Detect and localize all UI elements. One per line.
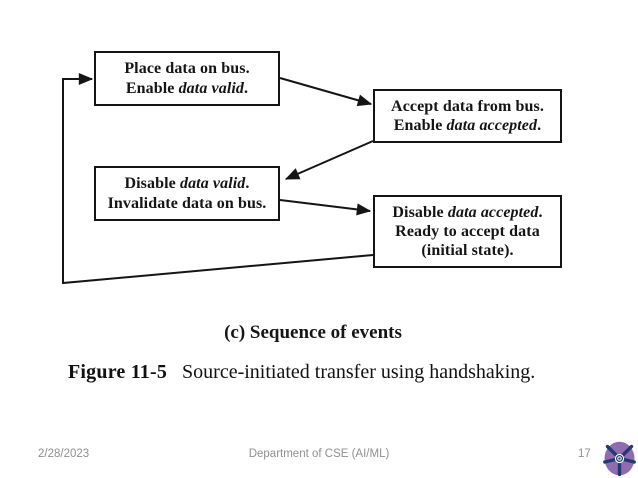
arrow-disable-valid-to-disable-accepted bbox=[279, 199, 372, 216]
box-text-line: Place data on bus. bbox=[124, 60, 250, 78]
flow-box-disable-accepted: Disable data accepted. Ready to accept d… bbox=[373, 195, 562, 268]
footer-date: 2/28/2023 bbox=[38, 448, 90, 460]
figure-label: Figure 11-5 bbox=[68, 361, 168, 383]
box-text-line: Ready to accept data bbox=[395, 222, 540, 240]
box-text-line: Accept data from bus. bbox=[391, 97, 544, 115]
box-text-line: (initial state). bbox=[421, 242, 514, 260]
box-text-line: Enable data accepted. bbox=[393, 117, 542, 134]
box-text-line: Enable data valid. bbox=[125, 79, 249, 97]
slide-number: 17 bbox=[578, 448, 591, 460]
box-text-line: Disable data valid. bbox=[124, 175, 250, 193]
flow-box-disable-valid: Disable data valid. Invalidate data on b… bbox=[94, 166, 280, 221]
institution-logo-icon bbox=[603, 441, 636, 476]
diagram-subcaption: (c) Sequence of events bbox=[224, 322, 402, 343]
flow-box-accept-data: Accept data from bus. Enable data accept… bbox=[373, 89, 562, 143]
arrow-place-to-accept bbox=[279, 77, 373, 107]
box-text-line: Invalidate data on bus. bbox=[107, 194, 267, 212]
figure-title: Source-initiated transfer using handshak… bbox=[182, 361, 536, 383]
figure-caption: Figure 11-5 Source-initiated transfer usi… bbox=[68, 361, 535, 384]
footer-department: Department of CSE (AI/ML) bbox=[248, 448, 390, 460]
flow-box-place-data: Place data on bus. Enable data valid. bbox=[94, 51, 280, 106]
arrow-accept-to-disable-valid bbox=[284, 140, 374, 180]
box-text-line: Disable data accepted. bbox=[392, 203, 543, 221]
